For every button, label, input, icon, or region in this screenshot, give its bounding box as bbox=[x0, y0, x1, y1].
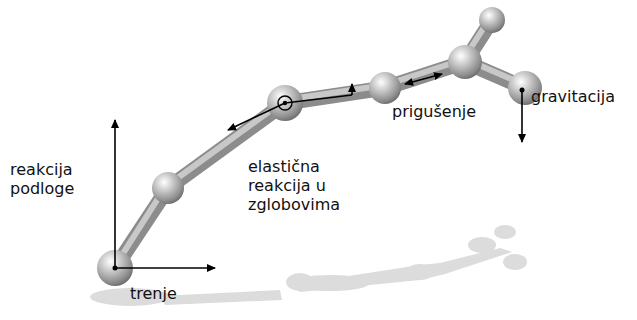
rods bbox=[115, 18, 525, 268]
joint-spheres bbox=[97, 7, 542, 286]
force-label: trenje bbox=[130, 284, 210, 303]
force-label: gravitacija bbox=[531, 87, 631, 106]
joint-marker bbox=[113, 88, 525, 271]
force-label: reakcija podloge bbox=[10, 160, 102, 198]
floor-shadow bbox=[90, 225, 527, 306]
force-arrows bbox=[115, 74, 522, 268]
force-label: prigušenje bbox=[392, 102, 492, 121]
force-label: elastična reakcija u zglobovima bbox=[248, 157, 360, 214]
